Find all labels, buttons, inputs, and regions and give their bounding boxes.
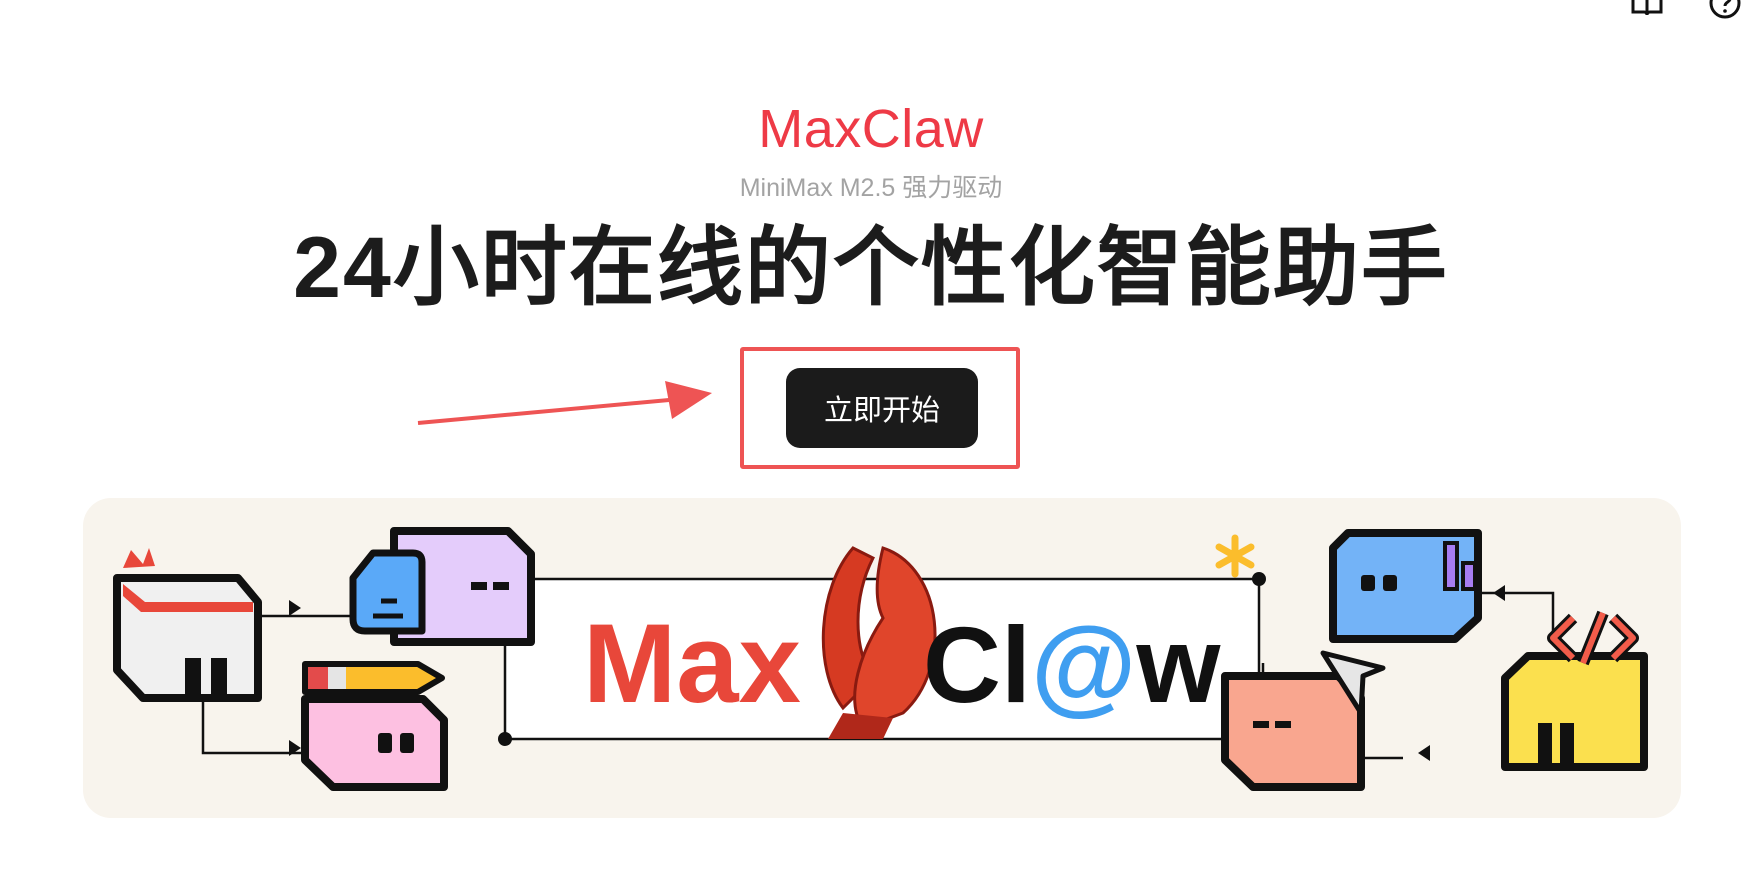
annotation-arrow xyxy=(417,381,712,425)
asterisk-icon xyxy=(1215,534,1255,578)
logo-text-max: Max xyxy=(583,601,801,726)
lobster-claw-icon xyxy=(821,546,937,739)
hero-banner: Max Cl@w xyxy=(83,498,1681,818)
help-icon[interactable] xyxy=(1708,0,1742,20)
banner-illustration: Max Cl@w xyxy=(113,527,1648,791)
brand-title: MaxClaw xyxy=(758,99,984,159)
page-headline: 24小时在线的个性化智能助手 xyxy=(293,220,1449,316)
book-icon[interactable] xyxy=(1630,0,1664,20)
start-button[interactable]: 立即开始 xyxy=(786,368,978,448)
annotation-highlight-box xyxy=(740,347,1020,469)
logo-text-claw: Cl@w xyxy=(923,604,1221,725)
brand-subtitle: MiniMax M2.5 强力驱动 xyxy=(739,174,1003,202)
